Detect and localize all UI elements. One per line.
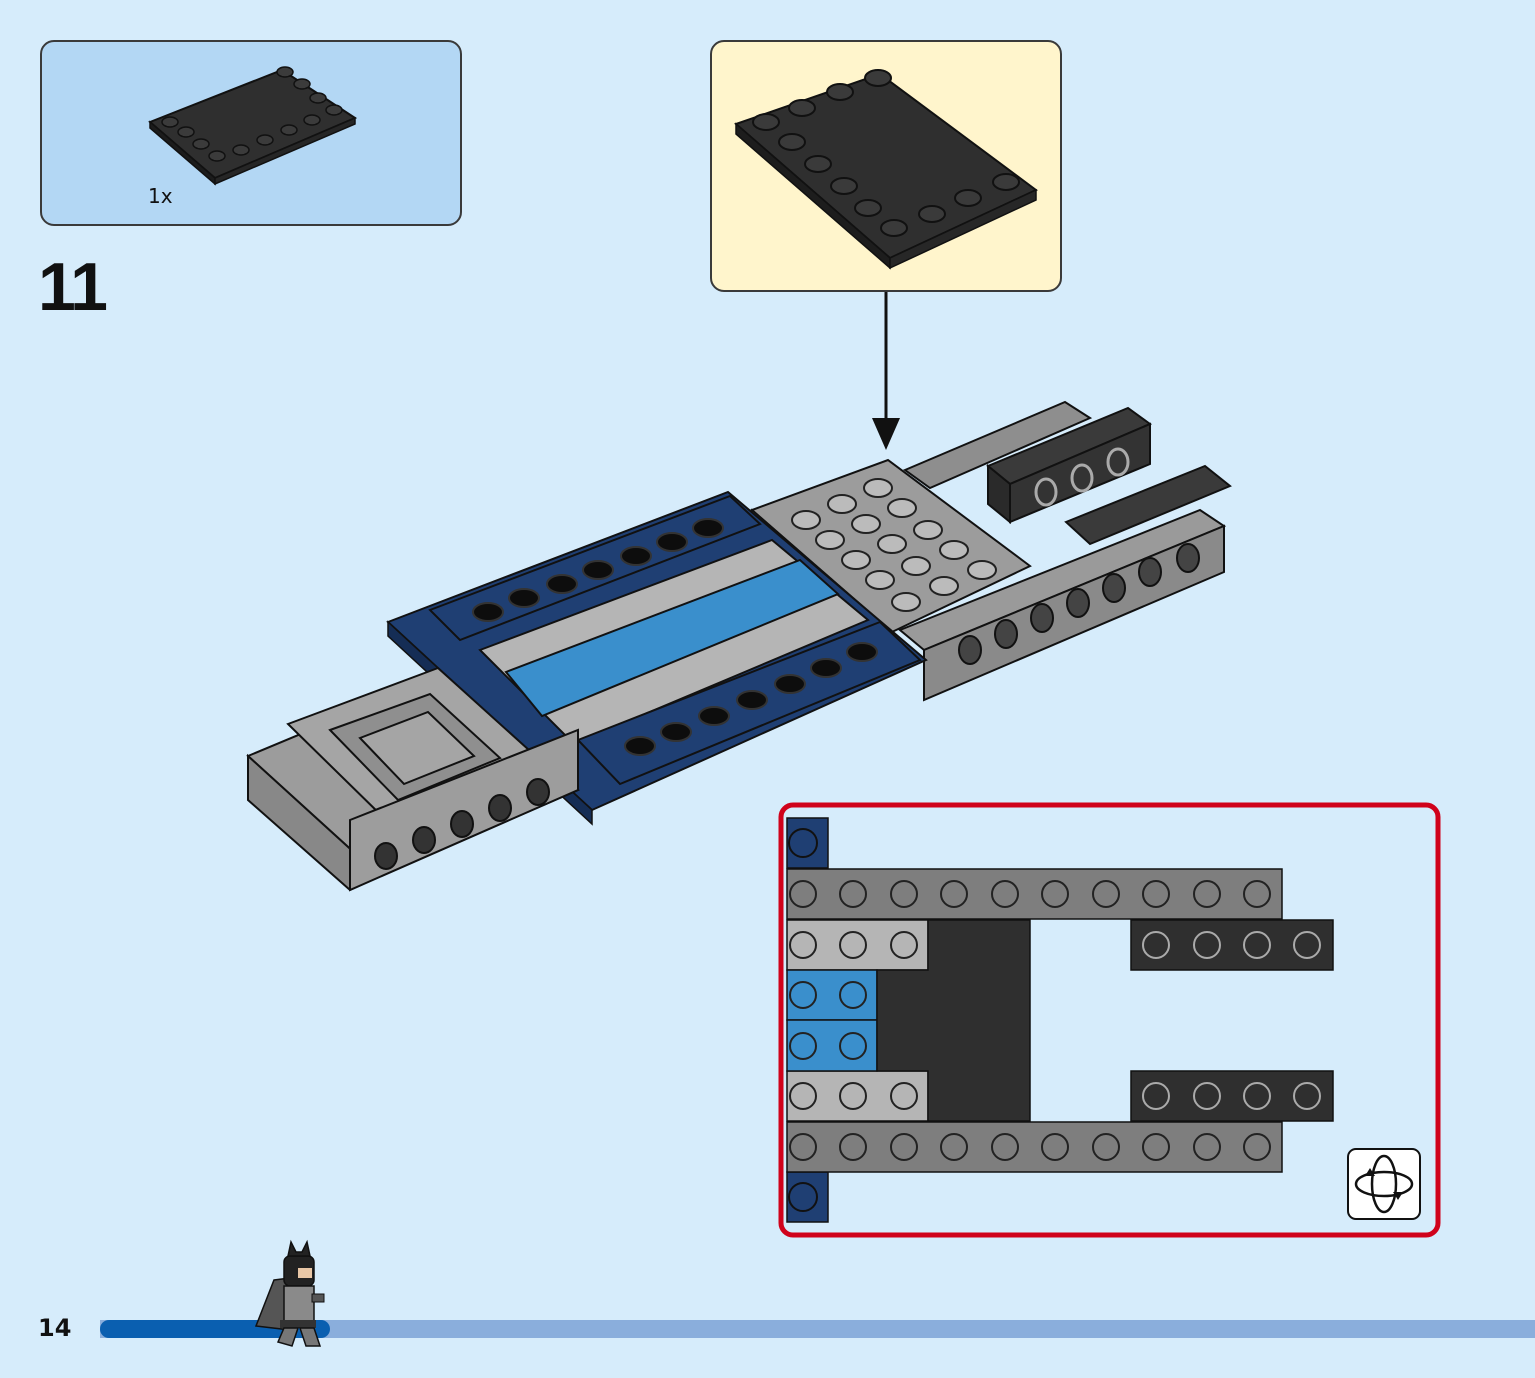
batman-minifigure-icon <box>254 1239 325 1347</box>
progress-bar <box>100 1320 1535 1338</box>
page-number: 14 <box>38 1314 72 1342</box>
rotate-model-icon[interactable] <box>1347 1148 1421 1220</box>
part-quantity: 1x <box>148 184 173 208</box>
step-number: 11 <box>38 249 108 325</box>
